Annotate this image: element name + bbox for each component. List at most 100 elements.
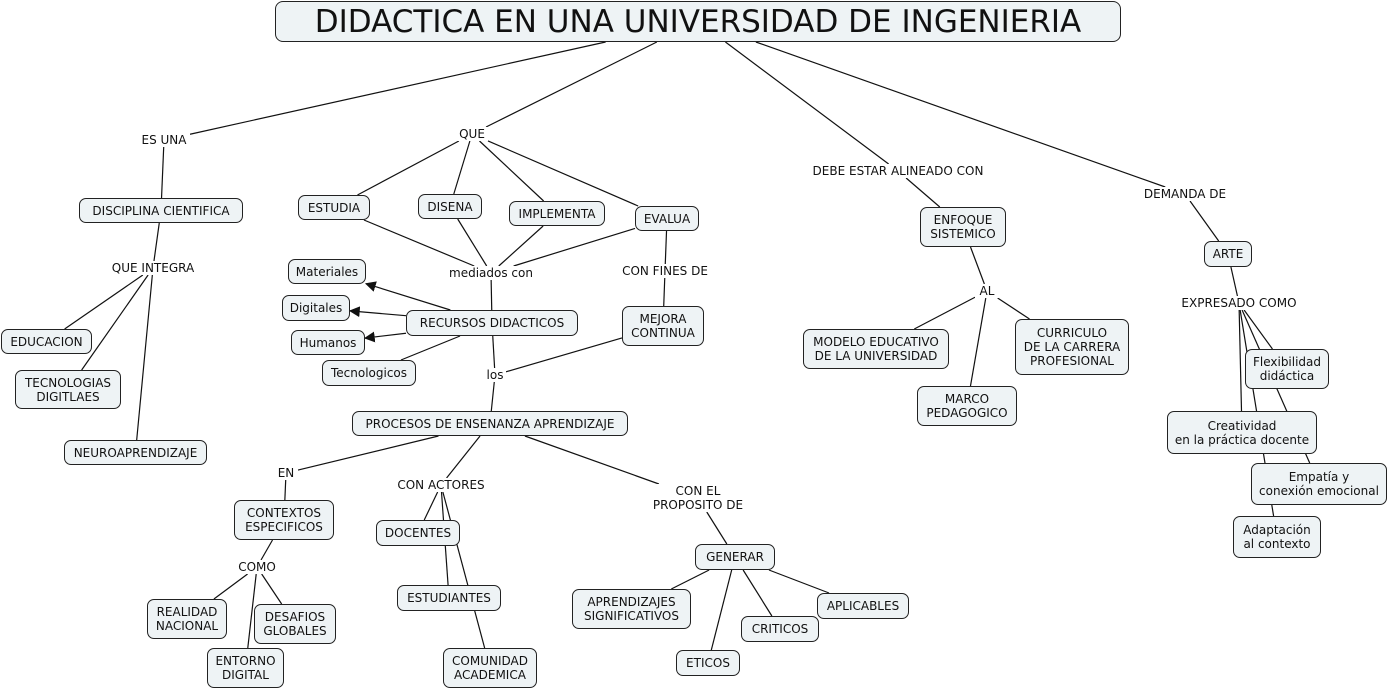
connector-como-realidad <box>213 573 248 600</box>
link-phrase-con-el-proposito-de: CON EL PROPOSITO DE <box>649 484 747 512</box>
link-phrase-en: EN <box>274 466 298 480</box>
concept-entorno-digital[interactable]: ENTORNO DIGITAL <box>207 648 284 688</box>
connector-evalua-mediados_con <box>513 227 636 267</box>
link-phrase-es-una: ES UNA <box>138 133 190 147</box>
concept-tecnologias-digitales[interactable]: TECNOLOGIAS DIGITLAES <box>15 370 121 409</box>
connector-los-procesos <box>490 381 495 412</box>
connector-recursos-digitales <box>348 306 407 318</box>
connector-title-es_una <box>189 41 606 135</box>
link-phrase-como: COMO <box>235 560 279 574</box>
concept-marco-pedagogico[interactable]: MARCO PEDAGOGICO <box>917 386 1017 426</box>
concept-estudiantes[interactable]: ESTUDIANTES <box>397 585 501 611</box>
concept-realidad-nacional[interactable]: REALIDAD NACIONAL <box>147 599 227 639</box>
concept-flexibilidad-didactica[interactable]: Flexibilidad didáctica <box>1245 349 1329 389</box>
concept-aplicables[interactable]: APLICABLES <box>817 593 909 619</box>
connector-como-desafios <box>261 573 283 605</box>
connector-con_actores-docentes <box>423 491 439 521</box>
concept-tecnologicos[interactable]: Tecnologicos <box>322 360 416 386</box>
connector-que_integra-tecnologias <box>81 274 149 371</box>
connector-es_una-disciplina <box>160 146 165 199</box>
connector-expresado_como-flexibilidad <box>1243 309 1273 350</box>
concept-aprendizajes-significativos[interactable]: APRENDIZAJES SIGNIFICATIVOS <box>572 589 691 629</box>
concept-enfoque-sistemico[interactable]: ENFOQUE SISTEMICO <box>920 207 1006 247</box>
connector-debe_estar-enfoque <box>905 177 941 208</box>
concept-creatividad-practica-docente[interactable]: Creatividad en la práctica docente <box>1167 411 1317 454</box>
concept-curriculo-carrera[interactable]: CURRICULO DE LA CARRERA PROFESIONAL <box>1015 319 1129 375</box>
concept-eticos[interactable]: ETICOS <box>676 650 740 676</box>
link-phrase-que: QUE <box>456 127 488 141</box>
concept-procesos-ensenanza-aprendizaje[interactable]: PROCESOS DE ENSENANZA APRENDIZAJE <box>352 411 628 436</box>
link-phrase-los: los <box>484 368 506 382</box>
concept-educacion[interactable]: EDUCACION <box>1 329 92 354</box>
connector-que-disena <box>453 140 471 195</box>
connector-con_fines_de-mejora <box>663 277 666 307</box>
concept-digitales[interactable]: Digitales <box>282 295 350 321</box>
connector-disciplina-que_integra <box>153 222 160 262</box>
connector-generar-criticos <box>742 569 773 617</box>
concept-mejora-continua[interactable]: MEJORA CONTINUA <box>622 306 704 346</box>
concept-comunidad-academica[interactable]: COMUNIDAD ACADEMICA <box>443 648 537 688</box>
connector-title-que <box>485 41 658 128</box>
concept-desafios-globales[interactable]: DESAFIOS GLOBALES <box>254 604 336 644</box>
connector-arte-expresado_como <box>1230 266 1239 297</box>
connector-con_actores-comunidad <box>442 491 486 649</box>
concept-arte[interactable]: ARTE <box>1204 241 1252 267</box>
concept-criticos[interactable]: CRITICOS <box>741 616 819 642</box>
concept-disena[interactable]: DISENA <box>418 194 482 219</box>
concept-generar[interactable]: GENERAR <box>695 544 775 570</box>
connector-que_integra-educacion <box>64 274 144 330</box>
connector-al-modelo <box>913 296 976 330</box>
connector-recursos-materiales <box>364 281 451 311</box>
link-phrase-expresado-como: EXPRESADO COMO <box>1178 296 1300 310</box>
link-phrase-debe-estar-alineado-con: DEBE ESTAR ALINEADO CON <box>808 164 988 178</box>
concept-adaptacion-al-contexto[interactable]: Adaptación al contexto <box>1233 516 1321 558</box>
connector-generar-aprendizajes <box>671 569 710 590</box>
connector-generar-eticos <box>710 569 733 651</box>
link-phrase-al: AL <box>975 284 999 298</box>
connector-al-marco <box>969 297 987 387</box>
link-phrase-con-actores: CON ACTORES <box>394 478 488 492</box>
concept-neuroaprendizaje[interactable]: NEUROAPRENDIZAJE <box>64 440 207 465</box>
concept-humanos[interactable]: Humanos <box>291 330 365 355</box>
connector-recursos-humanos <box>363 331 407 343</box>
concept-implementa[interactable]: IMPLEMENTA <box>509 201 605 226</box>
connector-procesos-con_actores <box>446 435 481 479</box>
concept-materiales[interactable]: Materiales <box>288 259 366 284</box>
connector-procesos-en <box>297 435 439 471</box>
link-phrase-con-fines-de: CON FINES DE <box>617 264 713 278</box>
connector-evalua-con_fines_de <box>664 230 668 265</box>
connector-al-curriculo <box>997 297 1030 320</box>
concept-recursos-didacticos[interactable]: RECURSOS DIDACTICOS <box>406 310 578 336</box>
link-phrase-demanda-de: DEMANDA DE <box>1140 187 1230 201</box>
connector-disena-mediados_con <box>457 218 488 267</box>
connector-generar-aplicables <box>768 569 830 594</box>
link-phrase-mediados-con: mediados con <box>446 266 536 280</box>
concept-estudia[interactable]: ESTUDIA <box>298 195 370 220</box>
concept-empatia-conexion-emocional[interactable]: Empatía y conexión emocional <box>1251 463 1387 505</box>
connector-contextos-como <box>260 539 274 561</box>
root-concept-title[interactable]: DIDACTICA EN UNA UNIVERSIDAD DE INGENIER… <box>275 1 1121 42</box>
connector-que-implementa <box>479 140 545 202</box>
connector-en-contextos <box>284 479 287 501</box>
connector-title-debe_estar <box>725 41 889 165</box>
connector-title-demanda_de <box>755 41 1166 188</box>
link-phrase-que-integra: QUE INTEGRA <box>108 261 198 275</box>
connector-recursos-los <box>492 335 496 369</box>
connector-enfoque-al <box>969 246 985 285</box>
connector-estudia-mediados_con <box>363 219 475 267</box>
connector-expresado_como-creatividad <box>1238 309 1243 412</box>
concept-modelo-educativo[interactable]: MODELO EDUCATIVO DE LA UNIVERSIDAD <box>803 329 949 369</box>
connector-mejora-los <box>505 337 623 373</box>
concept-contextos-especificos[interactable]: CONTEXTOS ESPECIFICOS <box>234 500 334 540</box>
connector-mediados_con-recursos <box>490 279 493 311</box>
connector-recursos-tecnologicos <box>400 335 461 361</box>
connector-que-estudia <box>357 140 460 196</box>
connector-que_integra-neuro <box>136 274 153 441</box>
connector-demanda_de-arte <box>1189 200 1220 242</box>
concept-evalua[interactable]: EVALUA <box>635 206 699 231</box>
concept-disciplina-cientifica[interactable]: DISCIPLINA CIENTIFICA <box>79 198 243 223</box>
connector-procesos-con_el_proposito <box>524 435 660 485</box>
concept-docentes[interactable]: DOCENTES <box>376 520 460 546</box>
connector-como-entorno <box>247 573 257 649</box>
